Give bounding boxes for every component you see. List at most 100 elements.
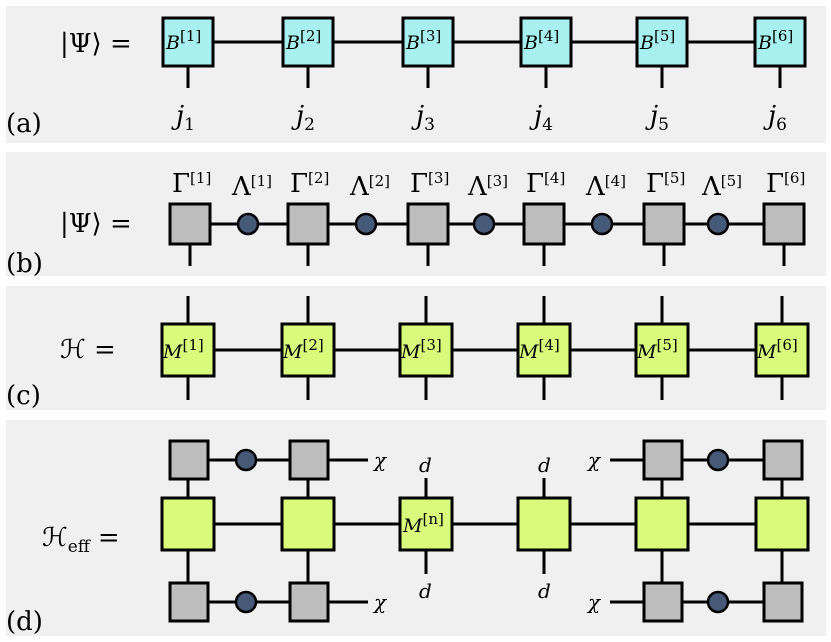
lambda-label: Λ[5]	[701, 172, 742, 202]
m-tensor-5	[634, 322, 690, 378]
panel-b-legs	[188, 244, 786, 266]
gamma-label: Γ[6]	[766, 169, 805, 199]
chi-label: χ	[372, 448, 388, 472]
m-tensor-label: M[5]	[636, 336, 678, 363]
chi-label: χ	[586, 448, 602, 472]
gamma-tensor-bottom-right-2	[762, 581, 804, 623]
panel-d-lhs: ℋeff=	[42, 523, 120, 557]
lambda-label: Λ[2]	[349, 172, 390, 202]
lambda-node-3	[472, 212, 496, 236]
chi-label: χ	[372, 590, 388, 614]
panel-a-label: (a)	[6, 109, 42, 139]
lambda-node-2	[354, 212, 378, 236]
panel-c-legs	[186, 296, 784, 400]
lambda-node-top-right	[706, 448, 730, 472]
panel-d-m-tensors	[160, 496, 810, 552]
gamma-tensor-4	[522, 202, 566, 246]
chi-label: χ	[586, 590, 602, 614]
m-tensor-1	[160, 322, 216, 378]
lambda-node-1	[236, 212, 260, 236]
panel-c-lhs: ℋ =	[60, 335, 116, 365]
m-tensor-3	[398, 322, 454, 378]
b-tensor-5	[635, 16, 689, 68]
panel-d: ℋeff= (d)	[6, 420, 826, 637]
lambda-node-5	[706, 212, 730, 236]
b-tensor-4	[519, 16, 573, 68]
m-tensor-label: M[3]	[400, 336, 442, 363]
center-tensor-label: M[n]	[402, 510, 444, 537]
panel-d-chi-labels: χ χ χ χ	[372, 448, 602, 614]
d-label: d	[538, 579, 551, 603]
gamma-tensor-3	[406, 202, 450, 246]
m-tensor-label: M[6]	[756, 336, 798, 363]
m-tensor-6	[754, 322, 810, 378]
b-tensor-label: B[3]	[405, 27, 441, 54]
panel-b-lhs: |Ψ⟩ =	[60, 209, 132, 239]
panel-b-lambda-labels: Λ[1] Λ[2] Λ[3] Λ[4] Λ[5]	[231, 172, 742, 202]
lambda-label: Λ[4]	[585, 172, 626, 202]
d-label: d	[538, 453, 551, 477]
panel-a: |Ψ⟩ = (a) B[1] B[2] B[3] B[4] B[5] B[6]	[6, 6, 826, 143]
panel-b-lambda-nodes	[236, 212, 730, 236]
gamma-label: Γ[1]	[172, 169, 211, 199]
m-tensor-right-2	[754, 496, 810, 552]
m-tensor-label: M[4]	[518, 336, 560, 363]
lambda-node-bottom-left	[234, 590, 258, 614]
gamma-tensor-bottom-left-1	[168, 581, 210, 623]
m-tensor-left-2	[280, 496, 336, 552]
panel-d-lambda-nodes	[234, 448, 730, 614]
gamma-tensor-2	[286, 202, 330, 246]
lambda-node-bottom-right	[706, 590, 730, 614]
lambda-label: Λ[3]	[467, 172, 508, 202]
gamma-label: Γ[3]	[410, 169, 449, 199]
m-tensor-right-1	[634, 496, 690, 552]
panel-a-tensor-labels: B[1] B[2] B[3] B[4] B[5] B[6]	[165, 27, 793, 54]
m-tensor-right-center	[516, 496, 572, 552]
b-tensor-3	[401, 16, 455, 68]
gamma-tensor-6	[762, 202, 806, 246]
panel-b-gamma-tensors	[168, 202, 806, 246]
gamma-tensor-top-right-2	[762, 439, 804, 481]
lambda-node-top-left	[234, 448, 258, 472]
d-label: d	[419, 453, 432, 477]
m-tensor-4	[516, 322, 572, 378]
panel-c-label: (c)	[6, 381, 41, 411]
gamma-tensor-top-left-2	[288, 439, 330, 481]
panel-a-tensors	[161, 16, 807, 68]
panel-d-label: (d)	[6, 607, 43, 637]
b-tensor-2	[281, 16, 335, 68]
b-tensor-6	[753, 16, 807, 68]
m-tensor-center	[398, 496, 454, 552]
gamma-tensor-top-left-1	[168, 439, 210, 481]
m-tensor-label: M[2]	[282, 336, 324, 363]
b-tensor-1	[161, 16, 215, 68]
gamma-tensor-5	[642, 202, 686, 246]
m-tensor-label: M[1]	[162, 336, 204, 363]
gamma-label: Γ[4]	[526, 169, 565, 199]
gamma-tensor-1	[168, 202, 212, 246]
lambda-node-4	[590, 212, 614, 236]
gamma-tensor-bottom-left-2	[288, 581, 330, 623]
panel-a-lhs: |Ψ⟩ =	[60, 29, 132, 59]
panel-d-gamma-tensors	[168, 439, 804, 623]
b-tensor-label: B[2]	[285, 27, 321, 54]
panel-d-d-labels: d d d d	[419, 453, 551, 603]
panel-c-tensor-labels: M[1] M[2] M[3] M[4] M[5] M[6]	[162, 336, 798, 363]
b-tensor-label: B[6]	[757, 27, 793, 54]
lambda-label: Λ[1]	[231, 172, 272, 202]
gamma-label: Γ[2]	[290, 169, 329, 199]
b-tensor-label: B[5]	[639, 27, 675, 54]
panel-b: |Ψ⟩ = (b) Γ[1] Γ[2]	[6, 152, 826, 279]
panel-c: ℋ = (c) M[1] M[2] M[3]	[6, 286, 826, 411]
b-tensor-label: B[1]	[165, 27, 201, 54]
gamma-label: Γ[5]	[646, 169, 685, 199]
gamma-tensor-bottom-right-1	[642, 581, 684, 623]
gamma-tensor-top-right-1	[642, 439, 684, 481]
m-tensor-left-1	[160, 496, 216, 552]
panel-a-legs	[186, 66, 782, 88]
m-tensor-2	[280, 322, 336, 378]
panel-b-gamma-labels: Γ[1] Γ[2] Γ[3] Γ[4] Γ[5] Γ[6]	[172, 169, 805, 199]
d-label: d	[419, 579, 432, 603]
panel-b-label: (b)	[6, 249, 43, 279]
b-tensor-label: B[4]	[523, 27, 559, 54]
